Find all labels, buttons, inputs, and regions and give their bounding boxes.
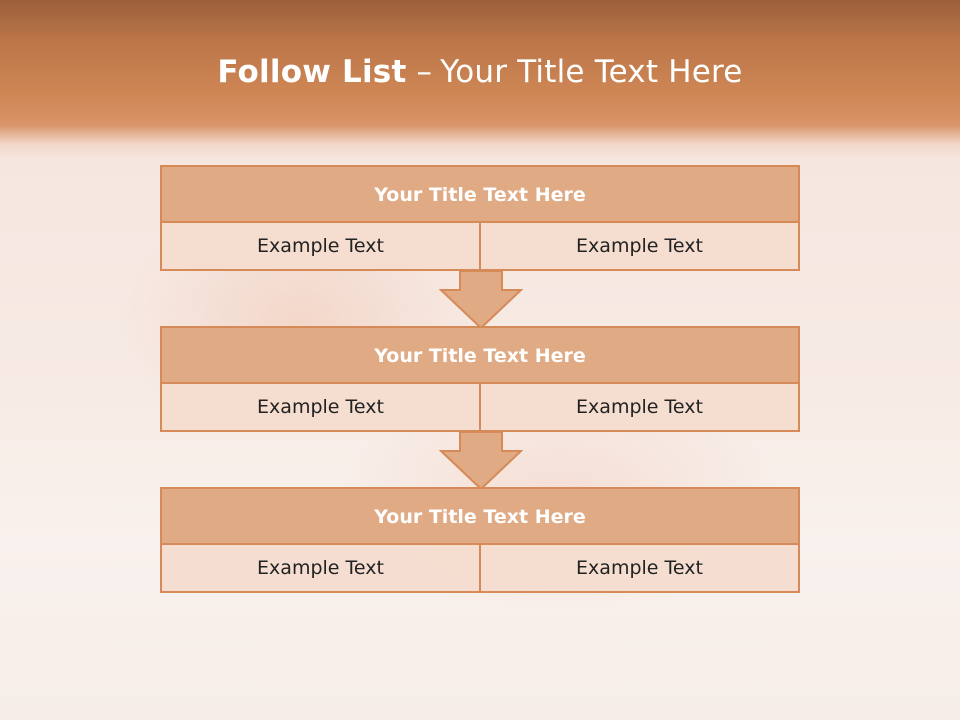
slide-title-bold: Follow List bbox=[217, 54, 407, 90]
flow-block-3: Your Title Text Here Example Text Exampl… bbox=[160, 487, 800, 593]
flow-cell-right: Example Text bbox=[479, 382, 800, 432]
flow-cell-right: Example Text bbox=[479, 543, 800, 593]
flow-block-row: Example Text Example Text bbox=[160, 221, 800, 271]
slide-title-rest: Your Title Text Here bbox=[440, 54, 743, 90]
flow-cell-left: Example Text bbox=[160, 382, 481, 432]
slide-title: Follow List–Your Title Text Here bbox=[0, 54, 960, 90]
flow-block-1: Your Title Text Here Example Text Exampl… bbox=[160, 165, 800, 271]
header-band bbox=[0, 0, 960, 160]
flow-block-title: Your Title Text Here bbox=[160, 165, 800, 223]
flow-block-row: Example Text Example Text bbox=[160, 382, 800, 432]
slide-title-separator: – bbox=[416, 54, 433, 90]
down-arrow-icon bbox=[439, 431, 523, 491]
flow-block-title: Your Title Text Here bbox=[160, 487, 800, 545]
flow-cell-left: Example Text bbox=[160, 221, 481, 271]
flow-block-title: Your Title Text Here bbox=[160, 326, 800, 384]
flow-block-2: Your Title Text Here Example Text Exampl… bbox=[160, 326, 800, 432]
flow-block-row: Example Text Example Text bbox=[160, 543, 800, 593]
flow-cell-right: Example Text bbox=[479, 221, 800, 271]
down-arrow-icon bbox=[439, 270, 523, 330]
flow-cell-left: Example Text bbox=[160, 543, 481, 593]
